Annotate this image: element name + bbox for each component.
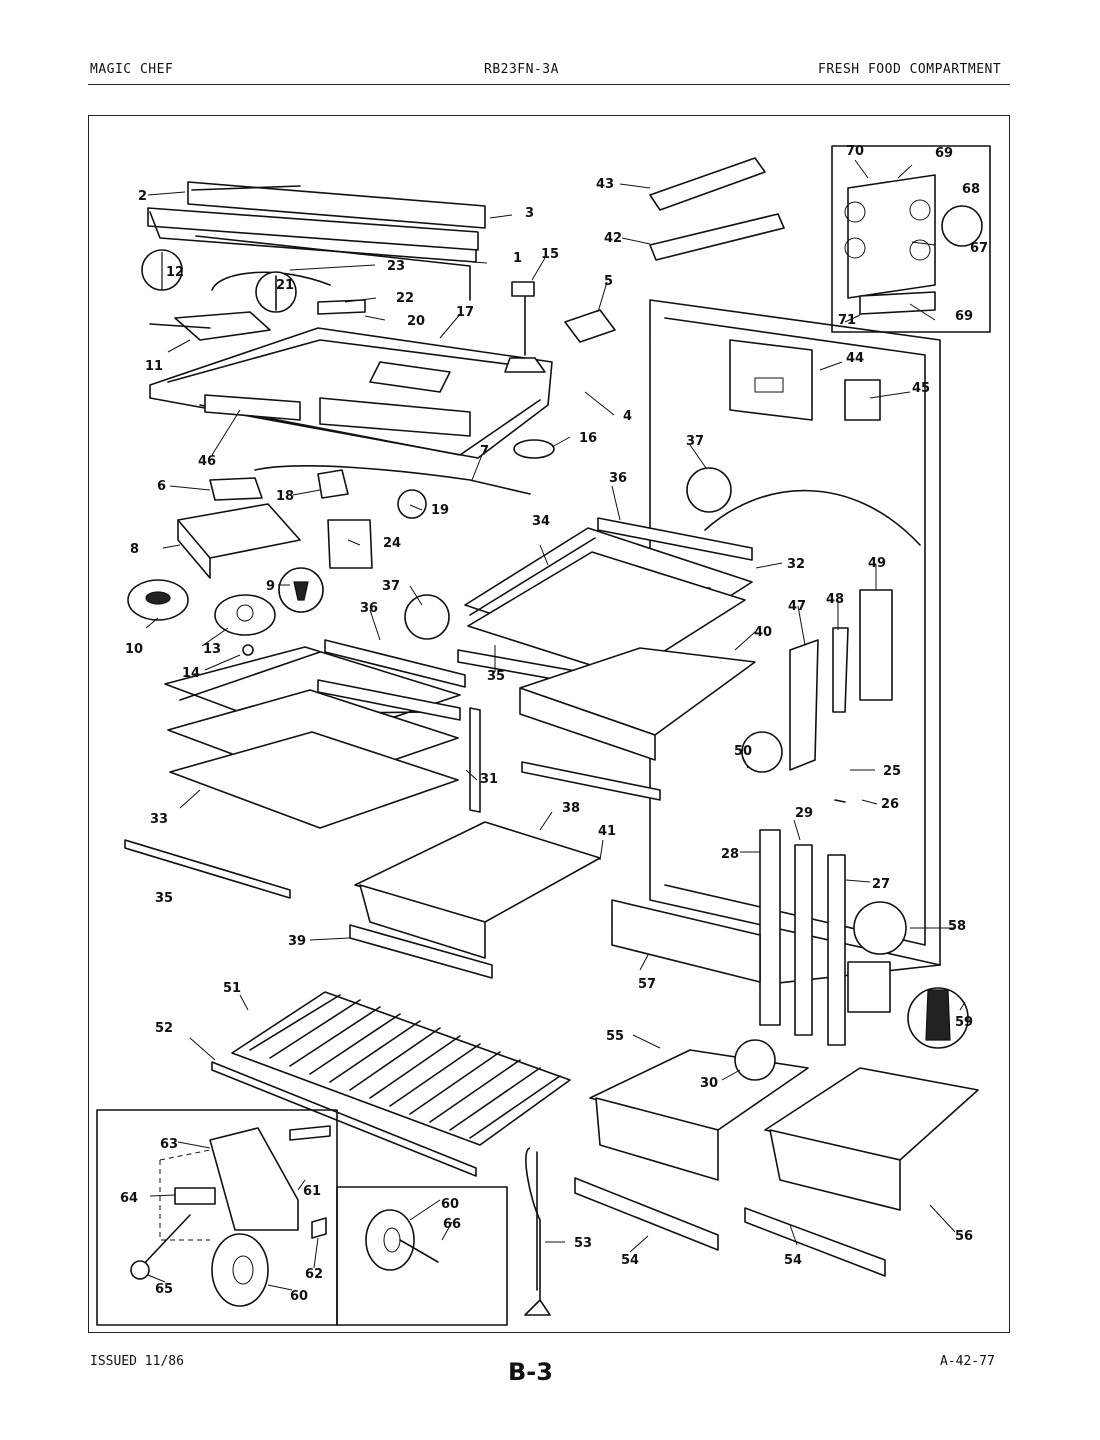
callout-55: 55 <box>606 1029 624 1044</box>
callout-24: 24 <box>383 536 401 551</box>
header-section: FRESH FOOD COMPARTMENT <box>818 62 1002 77</box>
callout-15: 15 <box>541 247 559 262</box>
callout-37: 37 <box>686 434 704 449</box>
callout-25: 25 <box>883 764 901 779</box>
callout-4: 4 <box>623 409 632 424</box>
callout-12: 12 <box>166 265 184 280</box>
callout-38: 38 <box>562 801 580 816</box>
callout-29: 29 <box>795 806 813 821</box>
callout-16: 16 <box>579 431 597 446</box>
callout-66: 66 <box>443 1217 461 1232</box>
callout-53: 53 <box>574 1236 592 1251</box>
callout-3: 3 <box>525 206 534 221</box>
callout-28: 28 <box>721 847 739 862</box>
page-number: B-3 <box>508 1358 553 1386</box>
callout-14: 14 <box>182 666 200 681</box>
callout-22: 22 <box>396 291 414 306</box>
callout-13: 13 <box>203 642 221 657</box>
callout-50: 50 <box>734 744 752 759</box>
callout-58: 58 <box>948 919 966 934</box>
callout-35b: 35 <box>155 891 173 906</box>
callout-26: 26 <box>881 797 899 812</box>
callout-31: 31 <box>480 772 498 787</box>
callout-6: 6 <box>157 479 166 494</box>
callout-2: 2 <box>138 189 147 204</box>
header-rule <box>88 84 1010 85</box>
callout-8: 8 <box>130 542 139 557</box>
callout-37b: 37 <box>382 579 400 594</box>
footer-code: A-42-77 <box>940 1354 995 1369</box>
control-parts <box>127 249 616 656</box>
callout-48: 48 <box>826 592 844 607</box>
callout-69b: 69 <box>955 309 973 324</box>
top-cover-assembly <box>147 181 553 459</box>
roller-inset <box>96 1109 508 1326</box>
diagram-frame <box>88 115 1010 1333</box>
callout-52: 52 <box>155 1021 173 1036</box>
callout-64: 64 <box>120 1191 138 1206</box>
callout-20: 20 <box>407 314 425 329</box>
callout-27: 27 <box>872 877 890 892</box>
callout-36b: 36 <box>360 601 378 616</box>
rails-and-brackets <box>404 467 969 1316</box>
callout-35: 35 <box>487 669 505 684</box>
callout-7: 7 <box>480 444 489 459</box>
callout-54b: 54 <box>784 1253 802 1268</box>
callout-30: 30 <box>700 1076 718 1091</box>
callout-11: 11 <box>145 359 163 374</box>
callout-18: 18 <box>276 489 294 504</box>
callout-47: 47 <box>788 599 806 614</box>
callout-39: 39 <box>288 934 306 949</box>
callout-40: 40 <box>754 625 772 640</box>
callout-71: 71 <box>838 313 856 328</box>
callout-69: 69 <box>935 146 953 161</box>
callout-33: 33 <box>150 812 168 827</box>
callout-59: 59 <box>955 1015 973 1030</box>
footer-issued: ISSUED 11/86 <box>90 1354 184 1369</box>
callout-1: 1 <box>513 251 522 266</box>
callout-60: 60 <box>441 1197 459 1212</box>
callout-61: 61 <box>303 1184 321 1199</box>
callout-23: 23 <box>387 259 405 274</box>
callout-68: 68 <box>962 182 980 197</box>
evaporator-cover-parts <box>649 145 991 333</box>
callout-34: 34 <box>532 514 550 529</box>
callout-9: 9 <box>266 579 275 594</box>
callout-36: 36 <box>609 471 627 486</box>
callout-67: 67 <box>970 241 988 256</box>
callout-70: 70 <box>846 144 864 159</box>
callout-54: 54 <box>621 1253 639 1268</box>
callout-21: 21 <box>276 278 294 293</box>
callout-56: 56 <box>955 1229 973 1244</box>
leader-lines <box>145 159 966 1291</box>
callout-44: 44 <box>846 351 864 366</box>
header-model: RB23FN-3A <box>484 62 559 77</box>
callout-62: 62 <box>305 1267 323 1282</box>
callout-42: 42 <box>604 231 622 246</box>
callout-17: 17 <box>456 305 474 320</box>
callout-45: 45 <box>912 381 930 396</box>
callout-41: 41 <box>598 824 616 839</box>
callout-63: 63 <box>160 1137 178 1152</box>
callout-19: 19 <box>431 503 449 518</box>
callout-5: 5 <box>604 274 613 289</box>
callout-49: 49 <box>868 556 886 571</box>
callout-numbers: 2 3 1 12 21 23 22 20 17 15 5 11 4 46 16 … <box>120 144 988 1304</box>
callout-46: 46 <box>198 454 216 469</box>
shelves <box>124 517 753 899</box>
callout-32: 32 <box>787 557 805 572</box>
callout-57: 57 <box>638 977 656 992</box>
callout-51: 51 <box>223 981 241 996</box>
header-brand: MAGIC CHEF <box>90 62 174 77</box>
callout-60b: 60 <box>290 1289 308 1304</box>
glass-shelf <box>211 991 571 1177</box>
callout-65: 65 <box>155 1282 173 1297</box>
callout-10: 10 <box>125 642 143 657</box>
callout-43: 43 <box>596 177 614 192</box>
